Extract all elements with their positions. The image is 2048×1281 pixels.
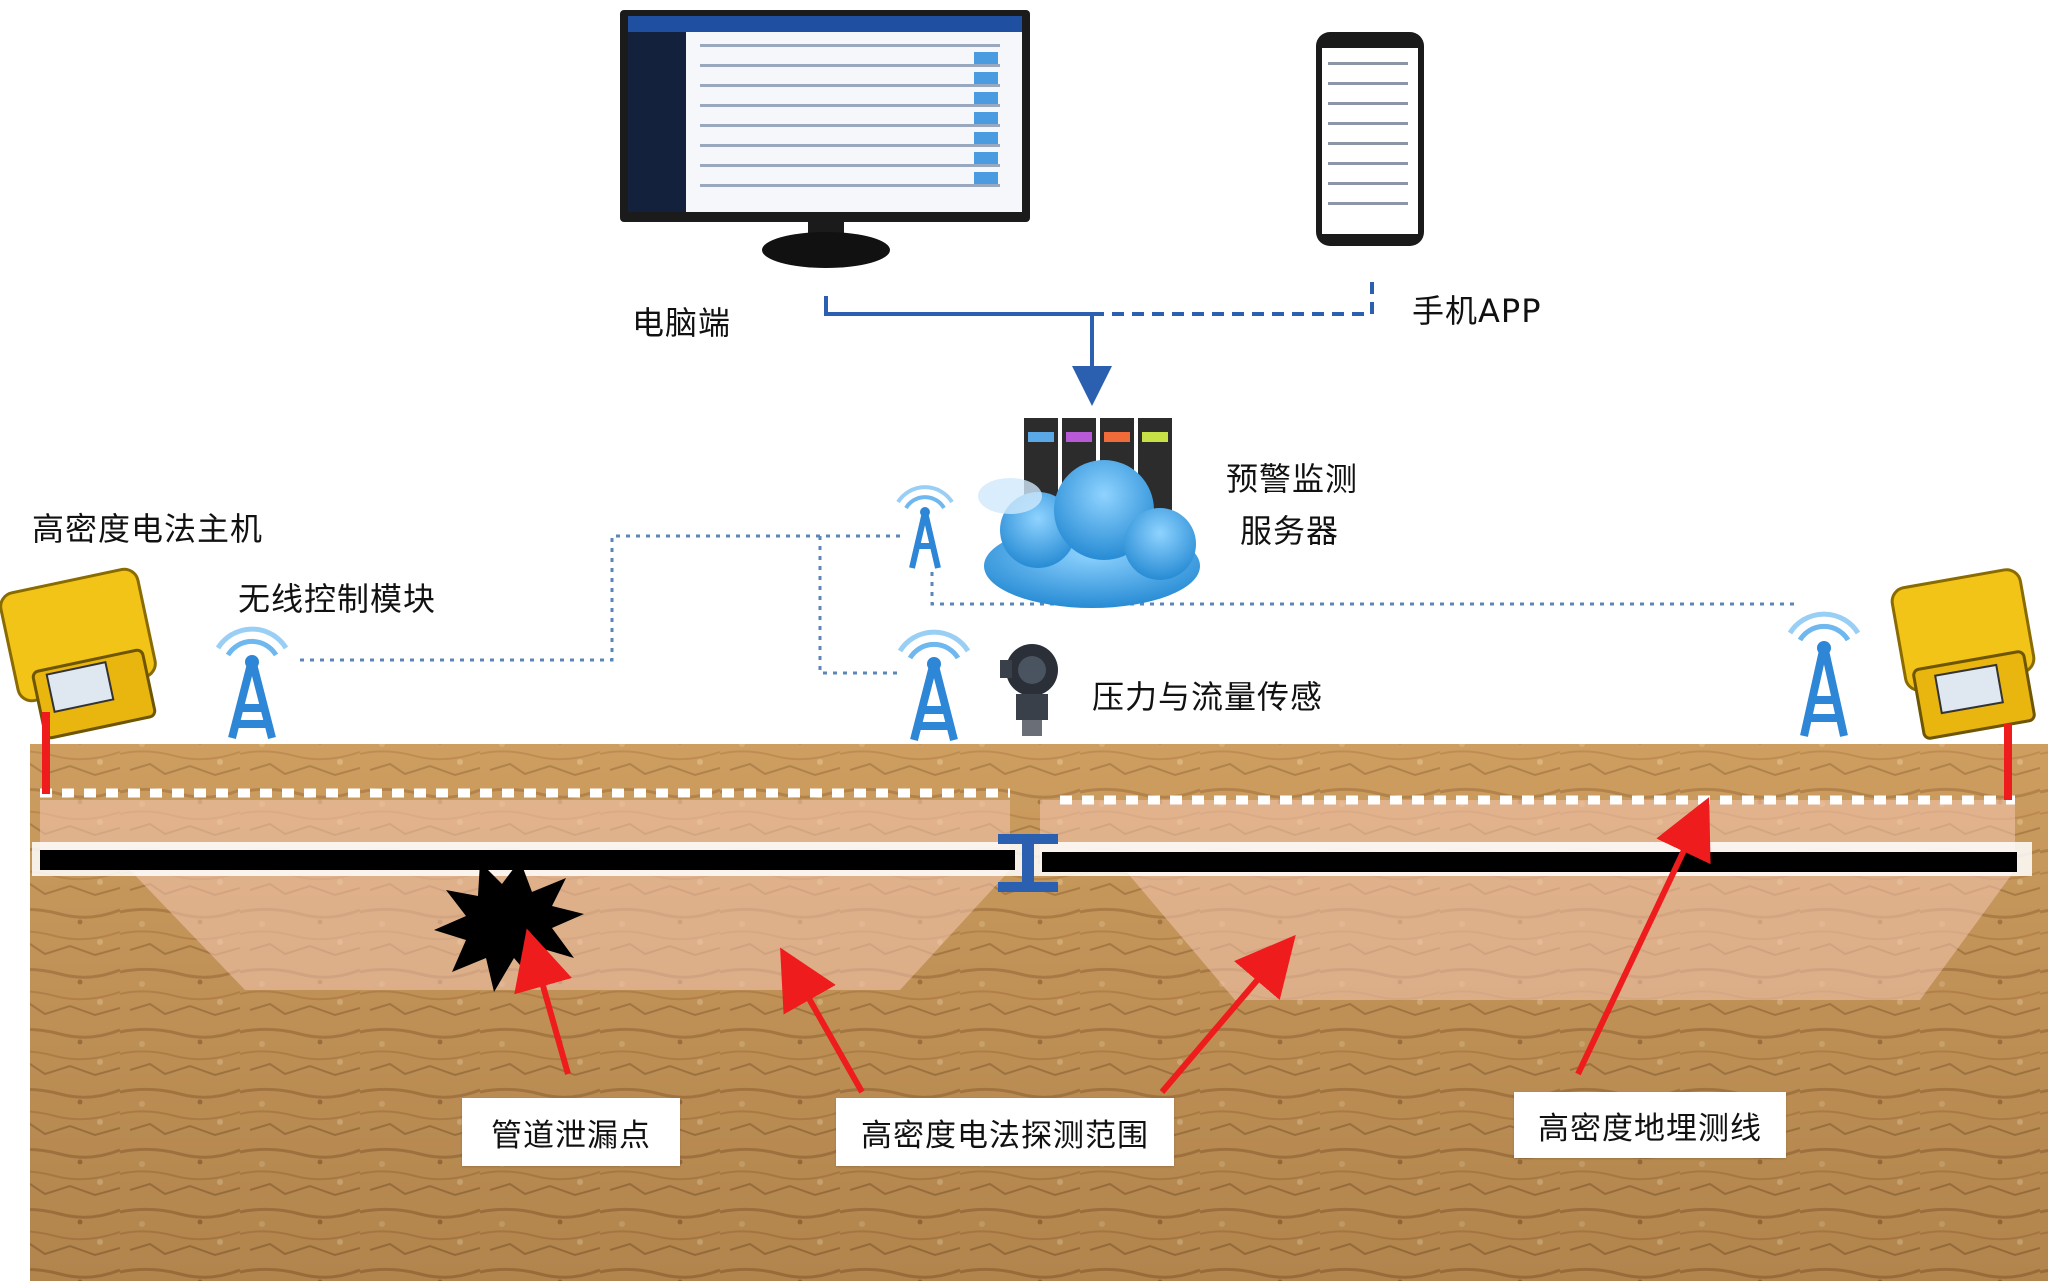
cloud-icon: [978, 460, 1200, 608]
server-label-line2: 服务器: [1240, 512, 1340, 550]
pressure-sensor-icon: [1000, 644, 1058, 736]
pc-label: 电脑端: [632, 304, 732, 342]
flange-joint-icon: [998, 834, 1058, 892]
client-server-links: [824, 282, 1374, 406]
sensor-label: 压力与流量传感: [1092, 678, 1324, 716]
app-label: 手机APP: [1412, 292, 1542, 330]
wireless-links: [300, 534, 1800, 675]
smartphone-icon: [1316, 32, 1424, 246]
host-case-right-icon: [1890, 568, 2036, 800]
detection-range-label: 高密度电法探测范围: [836, 1098, 1174, 1166]
wireless-tower-center-icon: [897, 629, 971, 741]
wireless-tower-server-icon: [896, 485, 954, 569]
buried-survey-line-label: 高密度地埋测线: [1514, 1092, 1786, 1158]
desktop-monitor-icon: [620, 10, 1030, 268]
wireless-tower-left-icon: [215, 626, 289, 739]
host-label: 高密度电法主机: [32, 510, 264, 548]
host-case-left-icon: [0, 567, 157, 794]
leak-burst-icon: [434, 860, 584, 992]
callout-arrows: [514, 797, 1711, 1094]
leak-point-label: 管道泄漏点: [462, 1098, 680, 1166]
wireless-module-label: 无线控制模块: [238, 580, 437, 618]
buried-survey-line: [40, 788, 2015, 805]
server-label-line1: 预警监测: [1226, 460, 1359, 498]
wireless-tower-right-icon: [1787, 611, 1861, 737]
